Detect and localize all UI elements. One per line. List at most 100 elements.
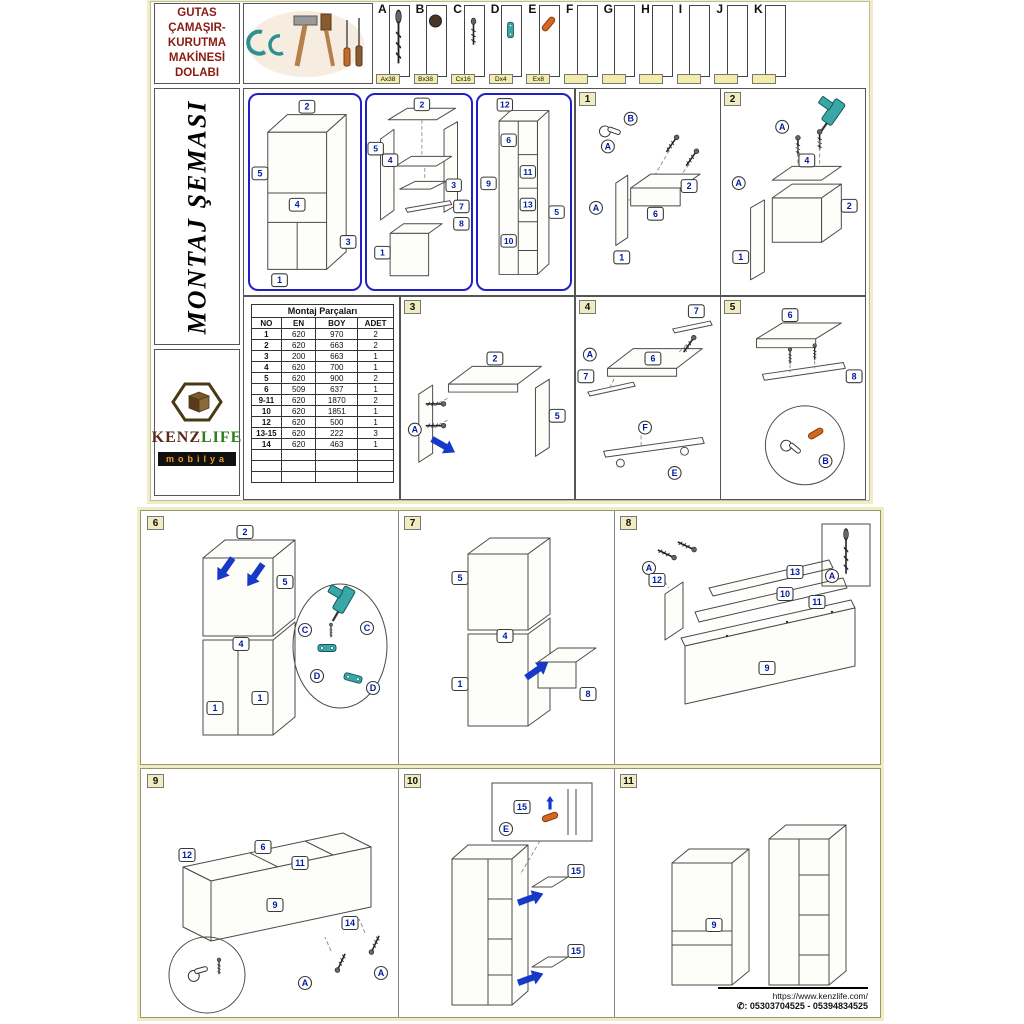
step-4-panel: 4 7 6 7 A F E bbox=[575, 296, 721, 500]
step-6-diagram: 2 5 4 1 1 C D C D bbox=[202, 524, 388, 736]
svg-text:6: 6 bbox=[260, 842, 265, 852]
svg-text:2: 2 bbox=[242, 527, 247, 537]
screw-icon bbox=[663, 133, 681, 155]
hardware-box bbox=[614, 5, 636, 77]
step-number-badge: 2 bbox=[724, 92, 741, 106]
hardware-col-c: C Cx16 bbox=[450, 2, 488, 85]
parts-table-cell bbox=[280, 471, 317, 483]
dowel-icon bbox=[540, 15, 557, 33]
step-7-diagram: 5 4 1 8 bbox=[451, 537, 597, 727]
hardware-callout: A bbox=[407, 422, 422, 437]
assembly-arrow-icon bbox=[546, 796, 554, 810]
part-callout: 12 bbox=[496, 98, 514, 112]
brand-name: KENZLIFE bbox=[152, 429, 243, 447]
svg-text:4: 4 bbox=[238, 639, 243, 649]
svg-text:14: 14 bbox=[345, 918, 355, 928]
pointing-hand-icon bbox=[186, 965, 211, 984]
part-callout: 6 bbox=[500, 133, 517, 148]
section-divider bbox=[398, 511, 399, 764]
parts-table-cell: 5 bbox=[251, 372, 282, 384]
hardware-col-k: K bbox=[751, 2, 789, 85]
hardware-callout: A bbox=[824, 568, 840, 584]
parts-table-cell: 1 bbox=[251, 328, 282, 340]
step-8-diagram: A 12 13 10 11 9 A bbox=[641, 523, 871, 705]
step-10-diagram: 15 E 15 15 bbox=[451, 782, 593, 1006]
step-number-badge: 8 bbox=[620, 516, 637, 530]
part-callout: 8 bbox=[579, 686, 597, 702]
hardware-strip: A Ax38 B Bx38 C Cx16 D Dx4 bbox=[375, 2, 789, 85]
svg-text:6: 6 bbox=[788, 310, 793, 320]
part-callout: 1 bbox=[451, 676, 469, 692]
svg-text:5: 5 bbox=[373, 144, 378, 154]
hardware-tag bbox=[601, 74, 626, 84]
hardware-col-h: H bbox=[638, 2, 676, 85]
parts-table-header: ADET bbox=[357, 317, 394, 329]
part-callout: 6 bbox=[644, 351, 662, 366]
svg-text:7: 7 bbox=[694, 306, 699, 316]
hardware-tag bbox=[714, 74, 739, 84]
parts-table-cell: 620 bbox=[280, 438, 317, 450]
parts-table-cell: 222 bbox=[315, 427, 359, 439]
parts-table-row bbox=[251, 460, 394, 472]
part-callout: 15 bbox=[513, 799, 531, 815]
overview-panel-1: 2 5 4 3 1 bbox=[248, 93, 362, 291]
svg-text:A: A bbox=[736, 178, 743, 188]
parts-table-cell bbox=[315, 449, 359, 461]
part-callout: 5 bbox=[367, 141, 384, 156]
svg-text:1: 1 bbox=[380, 248, 385, 258]
svg-text:7: 7 bbox=[459, 201, 464, 211]
footer: https://www.kenzlife.com/ ✆: 05303704525… bbox=[718, 987, 868, 1012]
part-callout: 7 bbox=[687, 304, 705, 319]
hardware-callout: A bbox=[373, 965, 389, 981]
parts-table-cell: 1 bbox=[357, 438, 394, 450]
dowel-icon bbox=[540, 810, 560, 824]
part-callout: 2 bbox=[236, 524, 254, 540]
part-callout: 2 bbox=[298, 99, 316, 114]
screw-icon bbox=[812, 342, 818, 361]
svg-text:5: 5 bbox=[282, 577, 287, 587]
svg-text:B: B bbox=[822, 456, 828, 466]
svg-text:4: 4 bbox=[804, 155, 809, 165]
svg-text:1: 1 bbox=[277, 275, 282, 285]
svg-text:5: 5 bbox=[554, 207, 559, 217]
hardware-tag: Ax38 bbox=[376, 74, 400, 84]
parts-table-row bbox=[251, 449, 394, 461]
part-callout: 8 bbox=[845, 369, 863, 384]
parts-table-cell: 637 bbox=[315, 383, 359, 395]
screw-icon bbox=[816, 128, 823, 151]
overview-diagram-1: 2 5 4 3 1 bbox=[251, 99, 357, 288]
parts-table-cell: 463 bbox=[315, 438, 359, 450]
parts-table-cell bbox=[280, 449, 317, 461]
svg-text:2: 2 bbox=[687, 181, 692, 191]
hardware-box bbox=[388, 5, 410, 77]
hardware-tag: Cx16 bbox=[451, 74, 476, 84]
part-callout: 15 bbox=[567, 943, 585, 959]
screw-icon bbox=[328, 622, 334, 638]
hardware-letter: I bbox=[678, 2, 683, 16]
dowel-icon bbox=[806, 426, 825, 441]
part-callout: 13 bbox=[519, 197, 537, 212]
step-11-diagram: 9 bbox=[671, 824, 847, 986]
phone-numbers: ✆: 05303704525 - 05394834525 bbox=[718, 1001, 868, 1012]
parts-table-cell: 2 bbox=[251, 339, 282, 351]
part-callout: 3 bbox=[339, 235, 357, 249]
svg-text:D: D bbox=[314, 671, 321, 681]
drill-icon bbox=[804, 90, 847, 136]
part-callout: 5 bbox=[451, 570, 469, 586]
hardware-box bbox=[764, 5, 786, 77]
svg-text:15: 15 bbox=[571, 866, 581, 876]
part-callout: 9 bbox=[705, 917, 723, 933]
svg-text:11: 11 bbox=[523, 167, 532, 177]
hardware-tag bbox=[639, 74, 664, 84]
svg-text:A: A bbox=[829, 571, 836, 581]
step-5-diagram: 6 8 B bbox=[756, 308, 863, 486]
hardware-callout: A bbox=[589, 200, 603, 215]
parts-table-title: Montaj Parçaları bbox=[251, 304, 394, 318]
step-9-diagram: 12 6 11 9 14 A A bbox=[168, 832, 389, 1014]
